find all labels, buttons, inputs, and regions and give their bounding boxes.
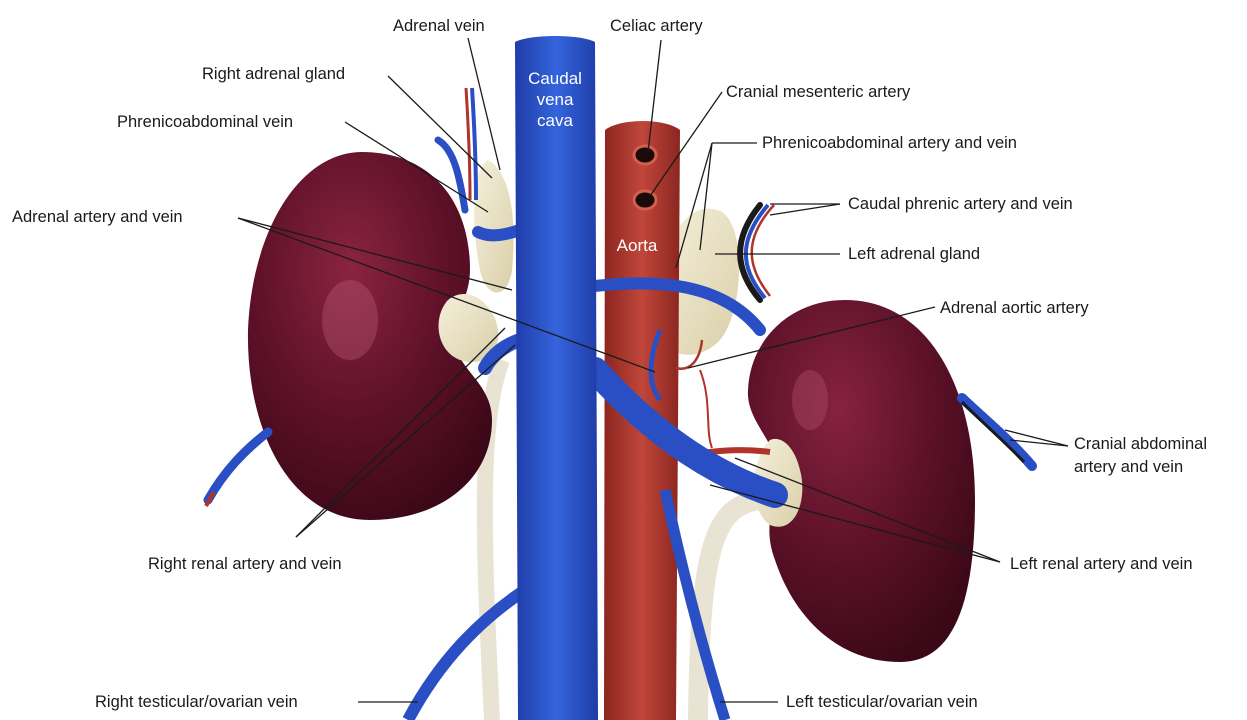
celiac-artery-origin: [634, 146, 656, 164]
leader-caudal-phrenic-b: [770, 204, 840, 215]
label-cranial-abdominal-line1: Cranial abdominal: [1074, 435, 1207, 453]
label-celiac-artery: Celiac artery: [610, 17, 703, 35]
right-kidney-vessel: [208, 432, 268, 500]
label-adrenal-vein: Adrenal vein: [393, 17, 485, 35]
cranial-mesenteric-artery-origin: [634, 191, 656, 209]
label-left-adrenal-gland: Left adrenal gland: [848, 245, 980, 263]
right-phrenicoabdominal-vein: [478, 230, 520, 235]
right-testicular-vein: [408, 590, 525, 720]
label-phrenicoabdominal-vein: Phrenicoabdominal vein: [117, 113, 293, 131]
cranial-abdominal-vein: [962, 398, 1032, 466]
label-right-adrenal-gland: Right adrenal gland: [202, 65, 345, 83]
right-adrenal-gland-shape: [474, 160, 513, 293]
label-phrenicoabdominal-artery-and-vein: Phrenicoabdominal artery and vein: [762, 134, 1017, 152]
artery-branch: [700, 370, 712, 448]
label-left-testicular-ovarian-vein: Left testicular/ovarian vein: [786, 693, 978, 711]
label-cranial-abdominal-line2: artery and vein: [1074, 458, 1183, 476]
label-cranial-mesenteric-artery: Cranial mesenteric artery: [726, 83, 911, 101]
aorta-label: Aorta: [617, 236, 658, 255]
left-ureter: [698, 500, 760, 720]
caudal-vena-cava-label-2: vena: [537, 90, 574, 109]
caudal-vena-cava-label-3: cava: [537, 111, 573, 130]
caudal-vena-cava: [515, 36, 598, 720]
right-caudal-phrenic-artery: [466, 88, 470, 200]
label-right-testicular-ovarian-vein: Right testicular/ovarian vein: [95, 693, 298, 711]
label-left-renal-artery-and-vein: Left renal artery and vein: [1010, 555, 1193, 573]
left-kidney-highlight: [792, 370, 828, 430]
caudal-vena-cava-label-1: Caudal: [528, 69, 582, 88]
right-kidney-highlight: [322, 280, 378, 360]
label-adrenal-artery-and-vein: Adrenal artery and vein: [12, 208, 183, 226]
label-adrenal-aortic-artery: Adrenal aortic artery: [940, 299, 1089, 317]
label-right-renal-artery-and-vein: Right renal artery and vein: [148, 555, 342, 573]
label-caudal-phrenic-artery-and-vein: Caudal phrenic artery and vein: [848, 195, 1073, 213]
right-caudal-phrenic-vein-2: [472, 88, 476, 200]
